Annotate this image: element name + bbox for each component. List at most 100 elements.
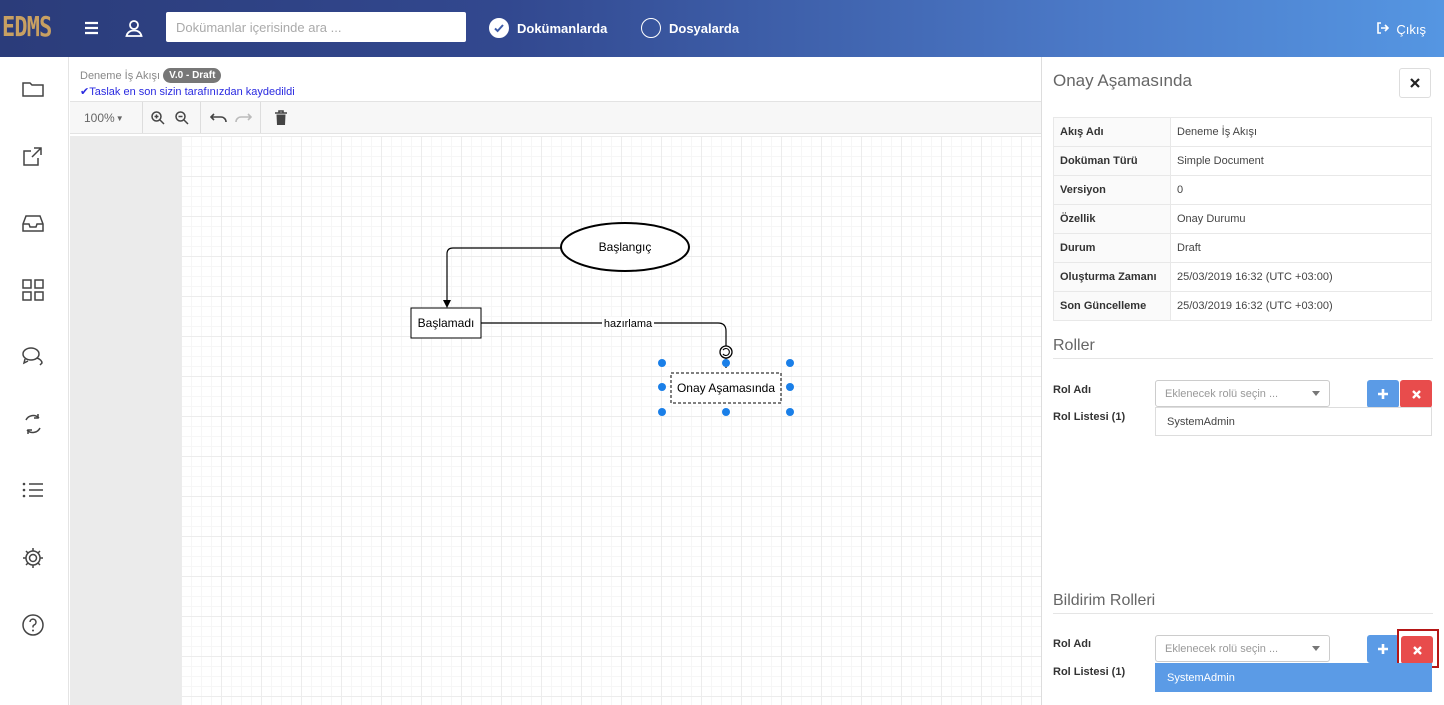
- zoom-select[interactable]: 100% ▼: [84, 108, 124, 128]
- info-key: Doküman Türü: [1053, 146, 1171, 176]
- start-node[interactable]: [560, 222, 690, 272]
- remove-role-button[interactable]: [1400, 380, 1432, 408]
- toolbar-divider: [260, 102, 261, 133]
- comments-icon[interactable]: [20, 344, 46, 370]
- undo-icon[interactable]: [210, 108, 228, 128]
- role-select-placeholder: Eklenecek rolü seçin ...: [1165, 387, 1279, 400]
- close-icon: [1410, 78, 1420, 88]
- saved-message: ✔Taslak en son sizin tarafınızdan kayded…: [80, 85, 295, 98]
- user-icon[interactable]: [122, 16, 146, 40]
- radio-files-label: Dosyalarda: [669, 20, 740, 36]
- transition-label[interactable]: hazırlama: [604, 318, 653, 330]
- arrow-head: [443, 300, 451, 308]
- folder-icon[interactable]: [20, 76, 46, 102]
- zoom-value: 100%: [84, 111, 115, 125]
- search-input[interactable]: [166, 12, 466, 42]
- state-not-started-label: Başlamadı: [418, 316, 475, 330]
- breadcrumb: Deneme İş Akışı V.0 - Draft: [80, 68, 222, 83]
- roles-section-title: Roller: [1053, 337, 1433, 359]
- refresh-icon[interactable]: [20, 411, 46, 437]
- app-logo[interactable]: EDMS: [2, 10, 52, 43]
- check-circle-icon: [489, 18, 509, 38]
- toolbar-divider: [142, 102, 143, 133]
- info-key: Versiyon: [1053, 175, 1171, 205]
- plus-icon: [1378, 389, 1388, 399]
- radio-documents[interactable]: Dokümanlarda: [489, 18, 607, 38]
- notify-roles-section-title: Bildirim Rolleri: [1053, 592, 1433, 614]
- info-key: Akış Adı: [1053, 117, 1171, 147]
- share-icon[interactable]: [20, 143, 46, 169]
- logout-link[interactable]: Çıkış: [1376, 21, 1426, 38]
- check-icon: ✔: [80, 86, 90, 98]
- trash-icon[interactable]: [274, 108, 288, 128]
- saved-message-text: Taslak en son sizin tarafınızdan kaydedi…: [89, 86, 295, 98]
- remove-notify-role-button[interactable]: [1401, 636, 1433, 664]
- info-value: 25/03/2019 16:32 (UTC +03:00): [1170, 291, 1432, 321]
- editor-toolbar: 100% ▼: [70, 101, 1041, 134]
- start-node-label: Başlangıç: [599, 240, 652, 254]
- role-list-item[interactable]: SystemAdmin: [1155, 407, 1432, 436]
- redo-icon[interactable]: [234, 108, 252, 128]
- workflow-name: Deneme İş Akışı: [80, 69, 161, 82]
- diagram-canvas[interactable]: Başlangıç hazırlama Başlamadı Onay Aşama…: [181, 136, 1041, 705]
- left-nav: [0, 57, 69, 705]
- info-value: Simple Document: [1170, 146, 1432, 176]
- chevron-down-icon: ▼: [115, 113, 124, 123]
- hamburger-icon[interactable]: [80, 16, 104, 40]
- sign-out-icon: [1376, 21, 1390, 38]
- state-not-started[interactable]: [410, 307, 482, 339]
- role-name-label: Rol Adı: [1053, 384, 1092, 396]
- toolbar-divider: [200, 102, 201, 133]
- add-notify-role-button[interactable]: [1367, 635, 1399, 663]
- notify-role-select-placeholder: Eklenecek rolü seçin ...: [1165, 642, 1279, 655]
- panel-title: Onay Aşamasında: [1053, 71, 1192, 90]
- connector-hazirlama[interactable]: [481, 322, 727, 368]
- zoom-out-icon[interactable]: [174, 108, 190, 128]
- version-badge: V.0 - Draft: [163, 68, 222, 83]
- zoom-in-icon[interactable]: [150, 108, 166, 128]
- top-bar: EDMS Dokümanlarda Dosyalarda Çıkış: [0, 0, 1444, 57]
- notify-role-select[interactable]: Eklenecek rolü seçin ...: [1155, 635, 1330, 662]
- add-role-button[interactable]: [1367, 380, 1399, 408]
- state-approval-label: Onay Aşamasında: [677, 381, 775, 395]
- canvas-gutter: [70, 136, 181, 705]
- info-key: Durum: [1053, 233, 1171, 263]
- close-icon: [1412, 645, 1422, 655]
- plus-icon: [1378, 644, 1388, 654]
- chevron-down-icon: [1312, 646, 1320, 651]
- list-icon[interactable]: [20, 478, 46, 504]
- help-icon[interactable]: [20, 612, 46, 638]
- radio-documents-label: Dokümanlarda: [517, 20, 608, 36]
- info-key: Son Güncelleme: [1053, 291, 1171, 321]
- gear-icon[interactable]: [20, 545, 46, 571]
- grid-icon[interactable]: [20, 277, 46, 303]
- role-select[interactable]: Eklenecek rolü seçin ...: [1155, 380, 1330, 407]
- logout-label: Çıkış: [1396, 22, 1426, 37]
- notify-role-list-item[interactable]: SystemAdmin: [1155, 663, 1432, 692]
- radio-files[interactable]: Dosyalarda: [641, 18, 739, 38]
- info-value: 0: [1170, 175, 1432, 205]
- notify-role-name-label: Rol Adı: [1053, 638, 1092, 650]
- info-value: 25/03/2019 16:32 (UTC +03:00): [1170, 262, 1432, 292]
- connector-start[interactable]: [446, 247, 561, 304]
- info-key: Özellik: [1053, 204, 1171, 234]
- chevron-down-icon: [1312, 391, 1320, 396]
- state-approval[interactable]: [670, 372, 782, 404]
- info-value: Draft: [1170, 233, 1432, 263]
- radio-empty-icon: [641, 18, 661, 38]
- rotate-handle-icon[interactable]: [719, 345, 733, 359]
- inbox-icon[interactable]: [20, 210, 46, 236]
- close-button[interactable]: [1399, 68, 1431, 98]
- role-list-label: Rol Listesi (1): [1053, 411, 1126, 423]
- notify-role-list-label: Rol Listesi (1): [1053, 666, 1126, 678]
- selection-handles[interactable]: [658, 359, 794, 416]
